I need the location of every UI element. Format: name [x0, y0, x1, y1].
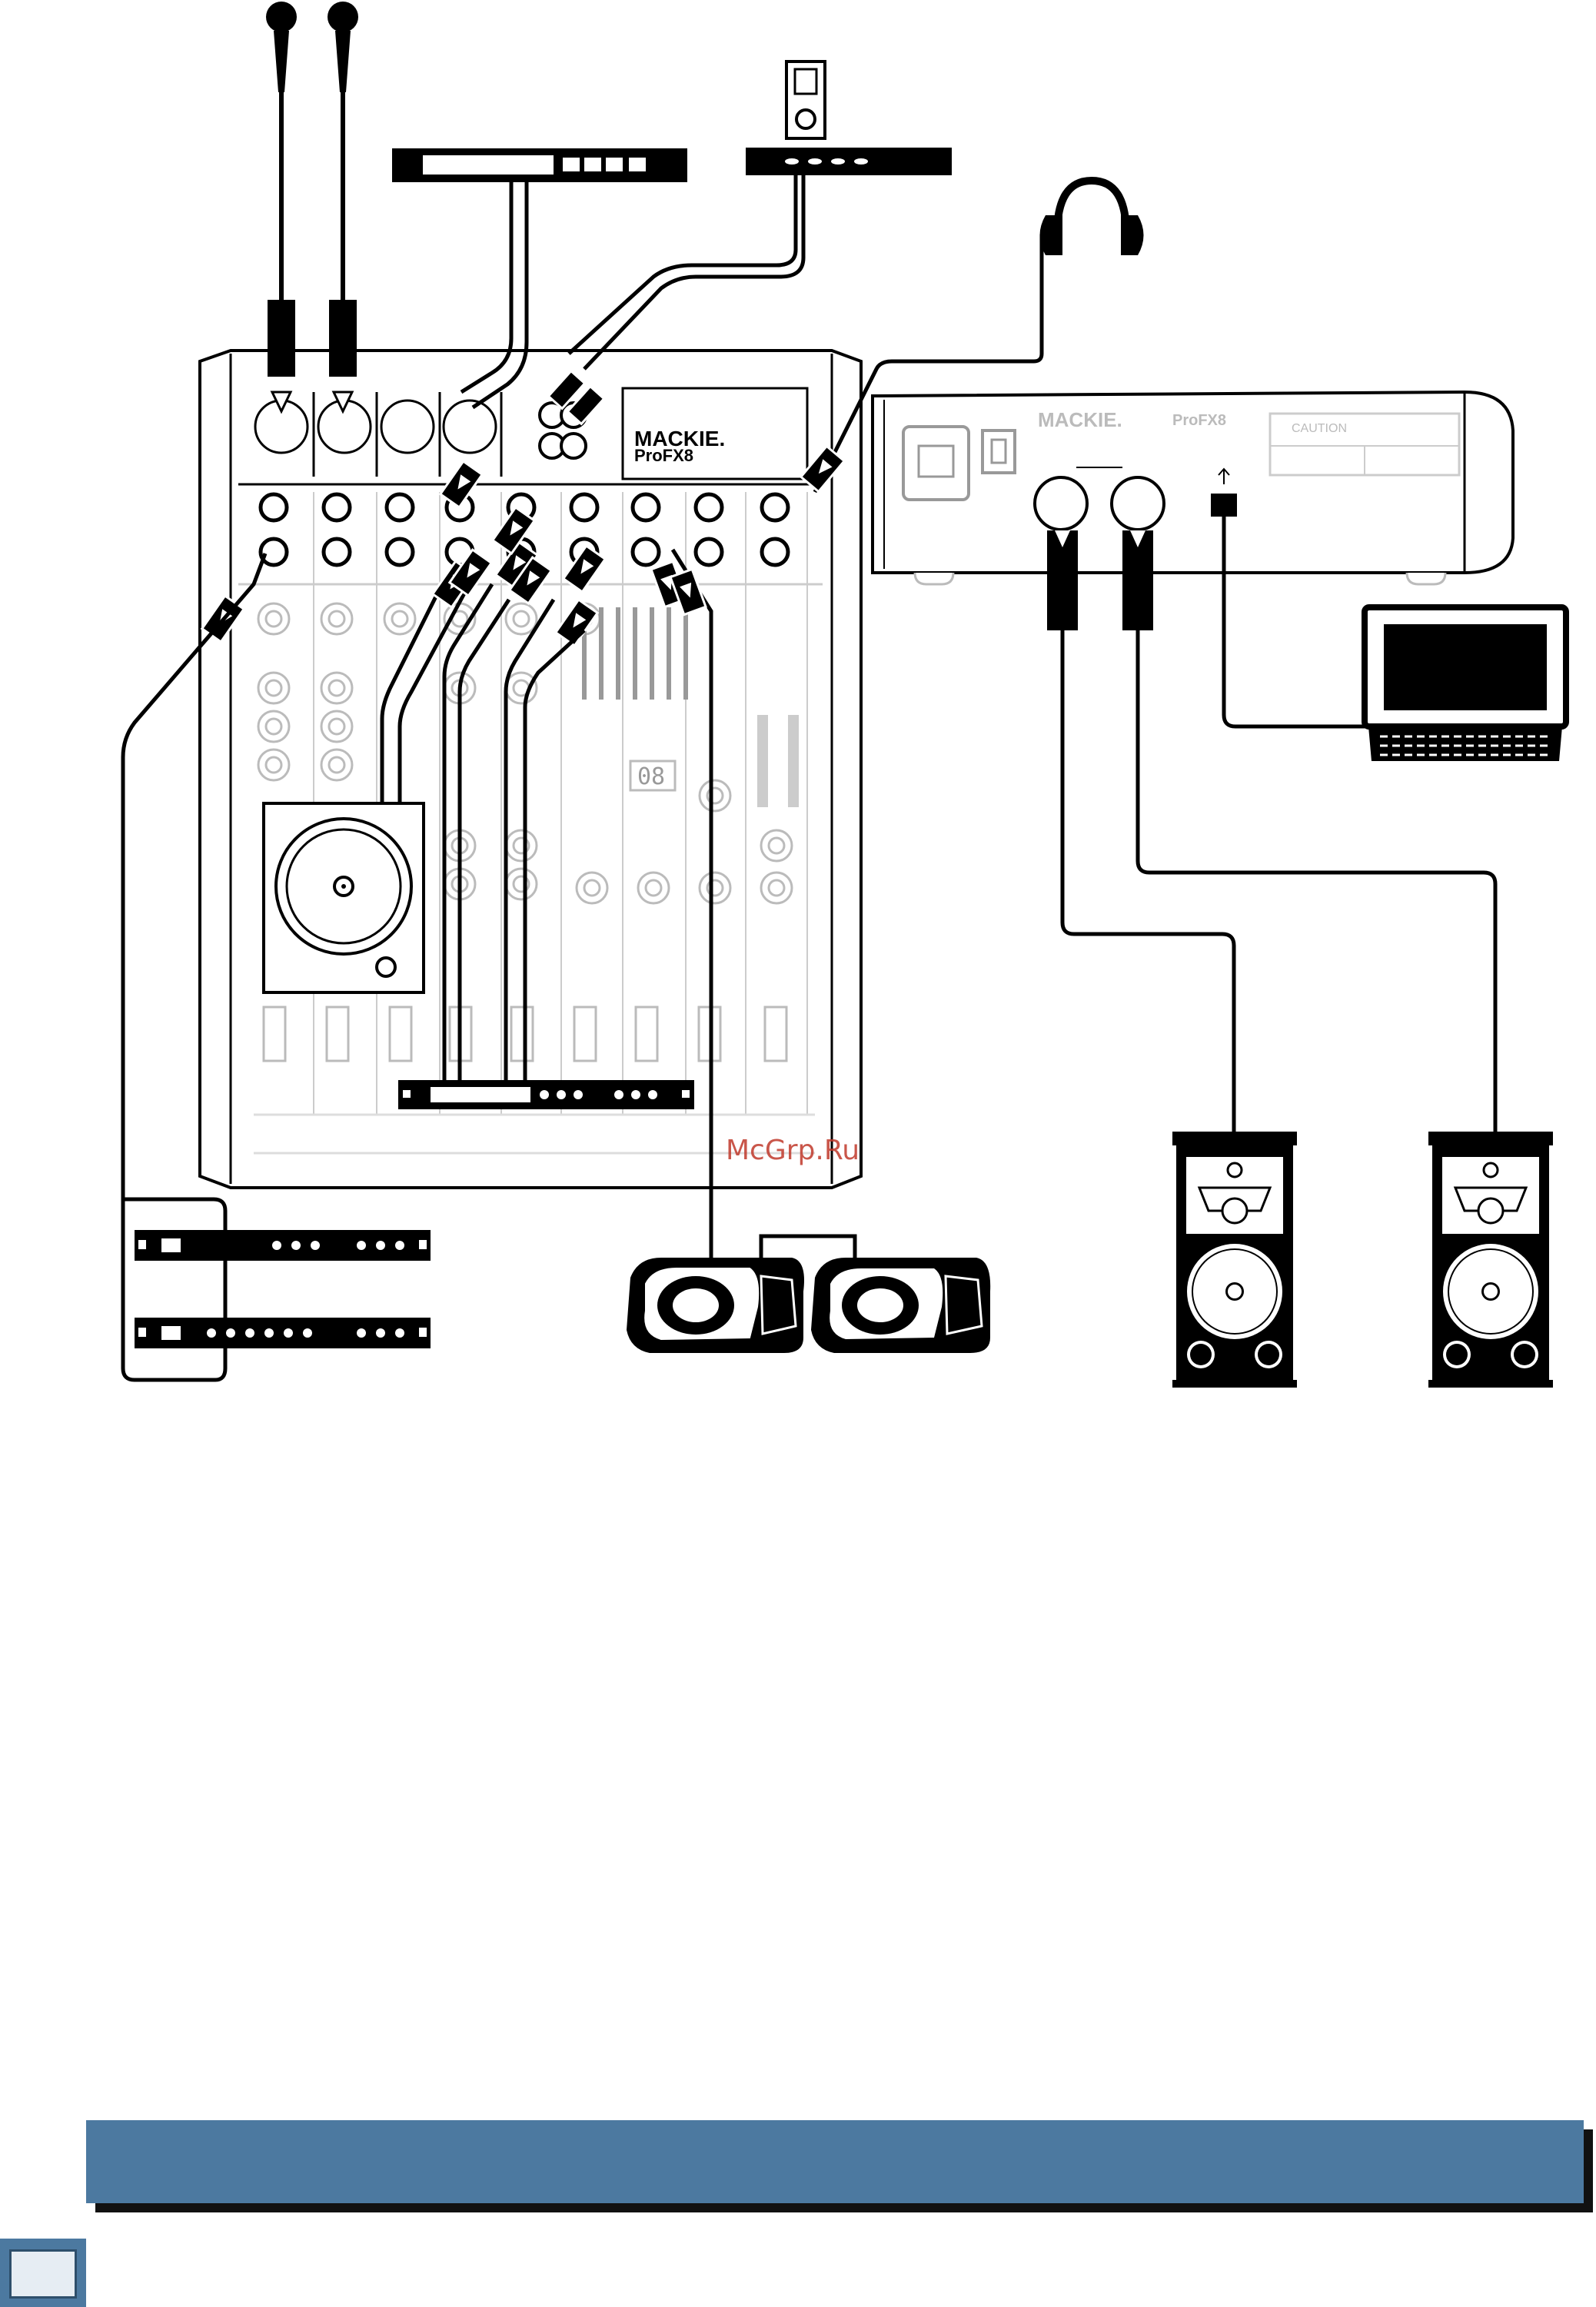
fx-preset-display: 08 [637, 763, 665, 790]
stage-monitor-icon [811, 1258, 990, 1353]
watermark: McGrp.Ru [726, 1135, 860, 1166]
rack-processor-icon [135, 1230, 431, 1261]
rack-processor-icon [398, 1080, 694, 1109]
main-speaker-icon [1172, 1132, 1297, 1388]
page-number-tab [0, 2239, 86, 2307]
stage-monitor-icon [627, 1258, 804, 1353]
mixer-rear-model: ProFX8 [1172, 412, 1226, 429]
mixer-rear-panel: MACKIE. ProFX8 CAUTION [873, 392, 1513, 584]
mixer-hookup-diagram: MACKIE. ProFX8 [0, 0, 1596, 1461]
microphone-icon [266, 2, 297, 411]
mixer-rear-brand: MACKIE. [1038, 408, 1122, 431]
mixer-front-model: ProFX8 [634, 446, 693, 465]
microphone-icon [328, 2, 358, 411]
laptop-icon [1365, 607, 1566, 761]
page-number-box [9, 2249, 77, 2299]
main-speaker-icon [1428, 1132, 1553, 1388]
rack-processor-icon [135, 1318, 431, 1348]
mixer-front-panel: MACKIE. ProFX8 [200, 351, 861, 1188]
caution-label: CAUTION [1292, 422, 1347, 435]
section-header-band [86, 2120, 1584, 2203]
